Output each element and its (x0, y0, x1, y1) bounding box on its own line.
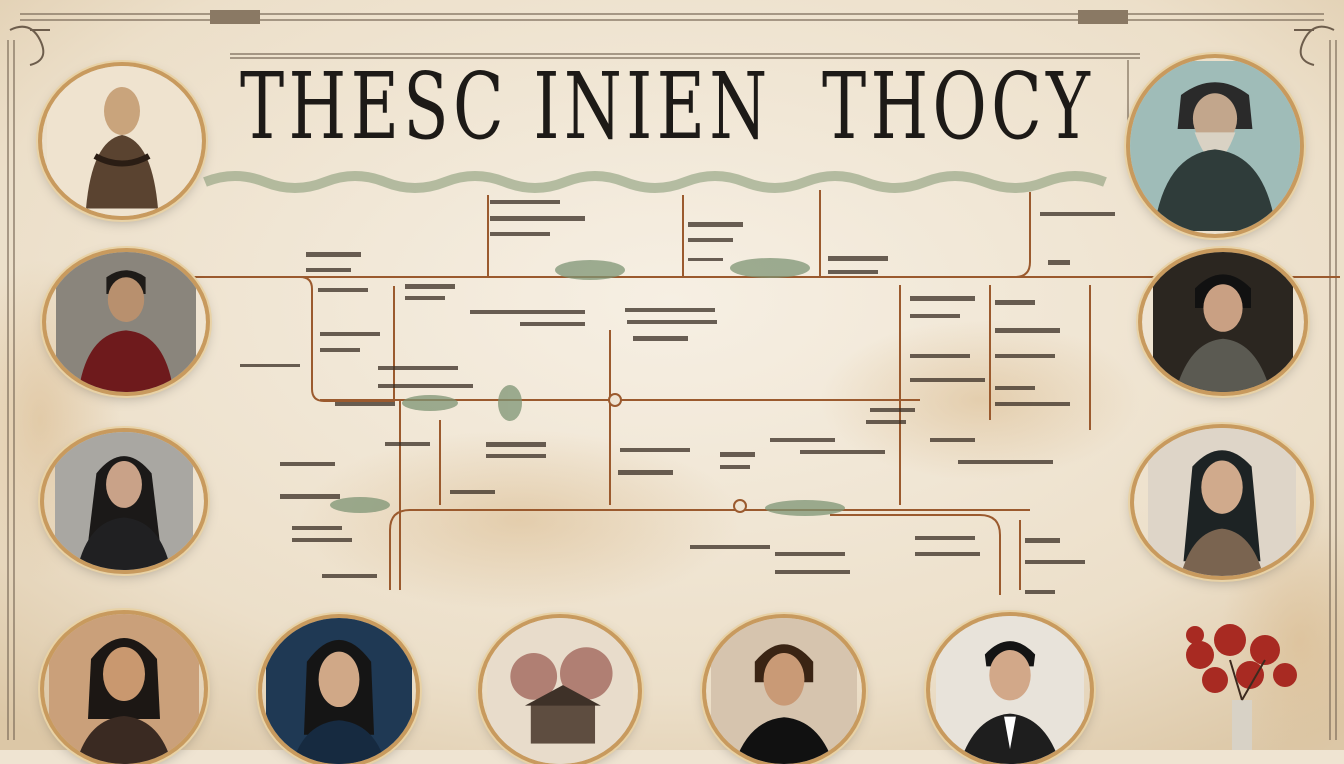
portrait-bottom-1[interactable] (44, 614, 204, 764)
portrait-bottom-4[interactable] (706, 618, 862, 764)
decorative-frame (7, 10, 1337, 740)
woman-dark-hair-image (55, 432, 193, 570)
portrait-right-2[interactable] (1142, 252, 1304, 392)
paper-stain (1220, 520, 1344, 750)
house-trees-image (487, 618, 633, 764)
title-part-1: THESC INIEN (240, 53, 772, 160)
portrait-left-3[interactable] (44, 432, 204, 570)
sculpture-figure-image (47, 66, 197, 216)
woman-short-hair-image (711, 618, 857, 764)
portrait-bottom-5[interactable] (930, 616, 1090, 764)
woman-smiling-image (1153, 252, 1293, 392)
portrait-left-2[interactable] (46, 252, 206, 392)
portrait-top-left[interactable] (42, 66, 202, 216)
portrait-top-right[interactable] (1130, 58, 1300, 234)
title-part-2: THOCY (821, 53, 1095, 160)
man-red-jacket-image (56, 252, 196, 392)
man-suit-image (936, 616, 1084, 764)
woman-blue-image (266, 618, 412, 764)
woman-bob-image (49, 614, 199, 764)
portrait-right-3[interactable] (1134, 428, 1310, 576)
tree-nodes (608, 393, 747, 513)
portrait-bottom-3[interactable] (482, 618, 638, 764)
name-label-scribbles (240, 200, 1115, 594)
vine-band (203, 171, 1107, 193)
portrait-bottom-2[interactable] (262, 618, 416, 764)
bearded-elder-image (1130, 61, 1300, 231)
tree-leaf-clusters (330, 258, 845, 516)
flower-vase (1186, 624, 1297, 750)
corner-ornament (9, 25, 1335, 66)
woman-long-hair-image (1148, 428, 1296, 576)
